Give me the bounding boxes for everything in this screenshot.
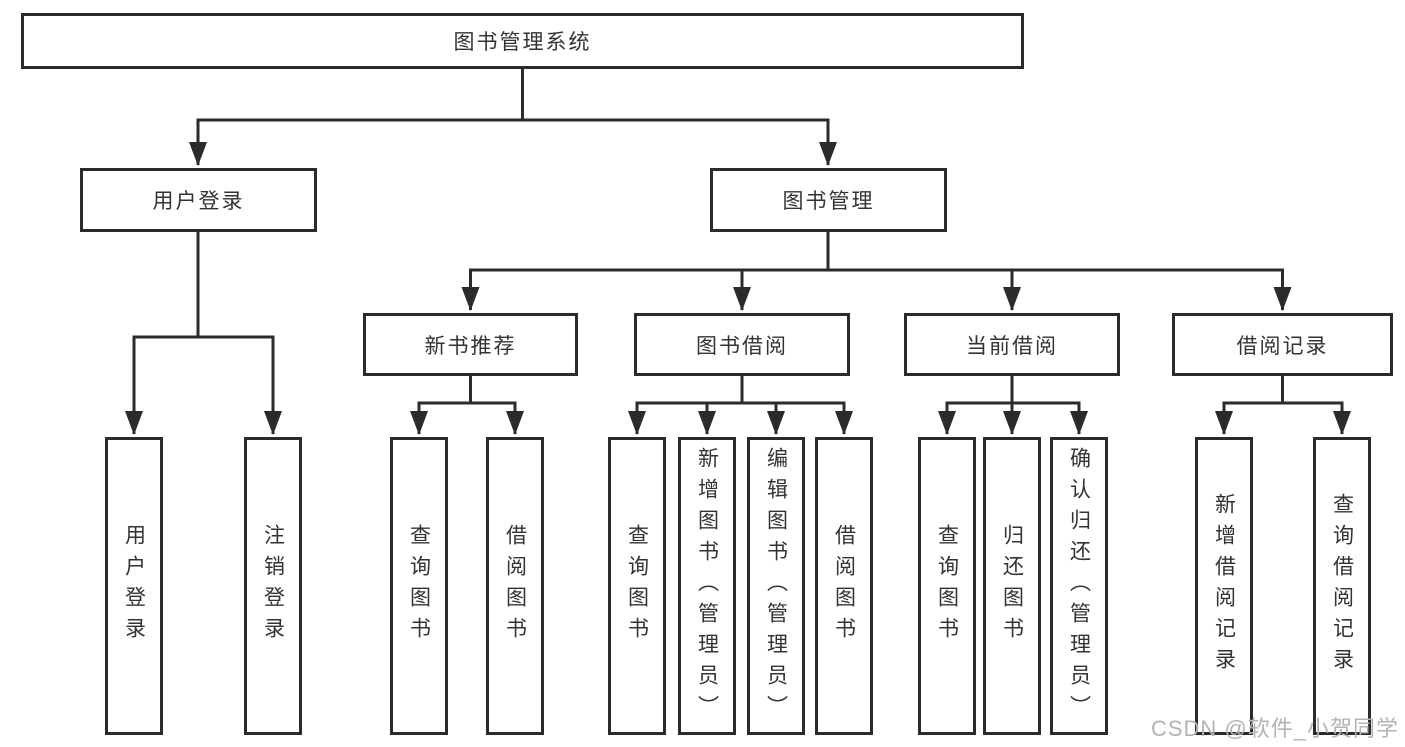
- leaf-bb-edit-books-admin-label: 编辑图书（管理员）: [764, 446, 788, 726]
- node-user-login-label: 用户登录: [152, 190, 245, 213]
- node-borrowing-records-label: 借阅记录: [1236, 334, 1329, 358]
- leaf-nbr-query-books: 查询图书: [390, 437, 448, 735]
- leaf-bb-query-books-label: 查询图书: [625, 524, 649, 648]
- leaf-bb-borrow-books-label: 借阅图书: [832, 524, 856, 648]
- leaf-bb-query-books: 查询图书: [608, 437, 666, 735]
- node-root: 图书管理系统: [21, 13, 1024, 69]
- leaf-br-query-record: 查询借阅记录: [1313, 437, 1371, 735]
- node-user-login: 用户登录: [80, 168, 317, 232]
- node-current-borrowing-label: 当前借阅: [966, 334, 1058, 358]
- node-new-book-recommend-label: 新书推荐: [424, 334, 517, 358]
- node-borrowing-records: 借阅记录: [1172, 313, 1393, 376]
- leaf-bb-add-books-admin-label: 新增图书（管理员）: [695, 446, 719, 726]
- leaf-br-add-record-label: 新增借阅记录: [1212, 493, 1236, 679]
- leaf-bb-add-books-admin: 新增图书（管理员）: [678, 437, 736, 735]
- leaf-user-login-label: 用户登录: [122, 524, 146, 648]
- leaf-cb-return-books-label: 归还图书: [1000, 524, 1024, 648]
- leaf-bb-edit-books-admin: 编辑图书（管理员）: [747, 437, 805, 735]
- csdn-watermark: CSDN @软件_小贺同学: [1150, 716, 1399, 741]
- leaf-nbr-borrow-books-label: 借阅图书: [503, 524, 527, 648]
- leaf-nbr-borrow-books: 借阅图书: [486, 437, 544, 735]
- node-book-borrowing-label: 图书借阅: [696, 334, 788, 358]
- leaf-cb-confirm-return-admin: 确认归还（管理员）: [1050, 437, 1108, 735]
- node-book-management: 图书管理: [710, 168, 947, 232]
- leaf-user-login: 用户登录: [105, 437, 163, 735]
- node-root-label: 图书管理系统: [453, 31, 592, 54]
- node-current-borrowing: 当前借阅: [904, 313, 1120, 376]
- node-new-book-recommend: 新书推荐: [363, 313, 578, 376]
- leaf-cb-query-books: 查询图书: [918, 437, 976, 735]
- leaf-br-add-record: 新增借阅记录: [1195, 437, 1253, 735]
- leaf-cb-query-books-label: 查询图书: [935, 524, 959, 648]
- leaf-br-query-record-label: 查询借阅记录: [1330, 493, 1354, 679]
- node-book-borrowing: 图书借阅: [634, 313, 850, 376]
- leaf-bb-borrow-books: 借阅图书: [815, 437, 873, 735]
- leaf-logout: 注销登录: [244, 437, 302, 735]
- leaf-cb-return-books: 归还图书: [983, 437, 1041, 735]
- node-book-management-label: 图书管理: [782, 190, 875, 213]
- leaf-nbr-query-books-label: 查询图书: [407, 524, 431, 648]
- leaf-logout-label: 注销登录: [261, 524, 285, 648]
- leaf-cb-confirm-return-admin-label: 确认归还（管理员）: [1067, 446, 1091, 726]
